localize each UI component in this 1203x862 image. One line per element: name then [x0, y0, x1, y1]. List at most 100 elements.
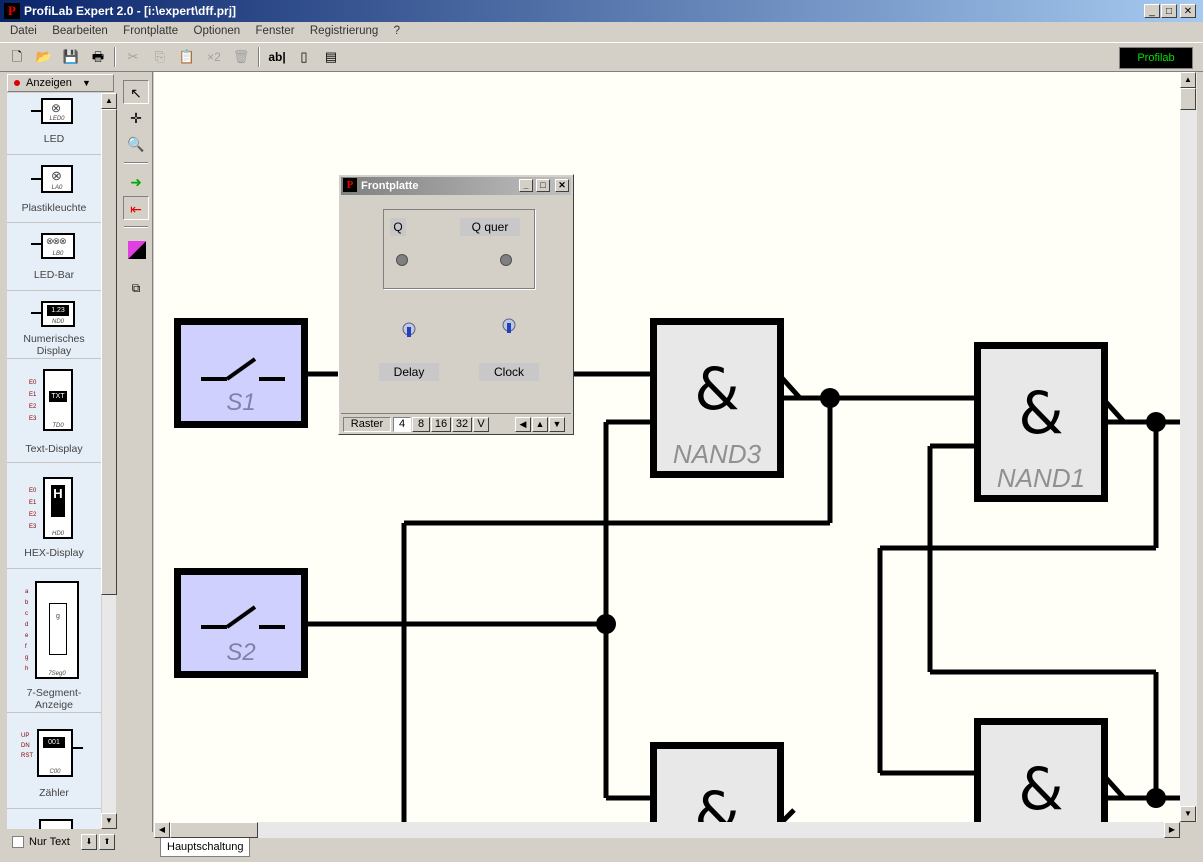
arrow-up-icon[interactable]: ⬆ — [99, 834, 115, 850]
zoom-icon[interactable]: 🔍 — [127, 136, 145, 152]
raster-16-button[interactable]: 16 — [431, 417, 451, 432]
scroll-up-icon[interactable]: ▲ — [1180, 72, 1196, 88]
back-icon[interactable]: ⇤ — [123, 196, 149, 220]
palette-item-partial[interactable] — [7, 809, 101, 829]
arrow-right-icon[interactable]: ➜ — [130, 174, 142, 190]
switch-s2[interactable]: S2 — [174, 568, 308, 678]
palette-scrollbar[interactable]: ▲ ▼ — [101, 93, 117, 829]
tab-hauptschaltung[interactable]: Hauptschaltung — [160, 838, 251, 857]
menu-help[interactable]: ? — [393, 25, 401, 37]
title-bar[interactable]: P ProfiLab Expert 2.0 - [i:\expert\dff.p… — [0, 0, 1203, 22]
raster-4-button[interactable]: 4 — [393, 417, 411, 432]
duplicate-icon[interactable]: ×2 — [207, 50, 221, 64]
new-file-icon[interactable]: 🗋 — [11, 49, 23, 64]
scrollbar-thumb[interactable] — [101, 109, 117, 595]
raster-8-button[interactable]: 8 — [412, 417, 430, 432]
palette-item-led[interactable]: ⊗ LED0 LED — [7, 93, 101, 155]
sheet-tab-bar: Hauptschaltung — [154, 838, 1180, 858]
scrollbar-thumb[interactable] — [1180, 88, 1196, 110]
menu-registrierung[interactable]: Registrierung — [309, 25, 379, 37]
text-display-component-icon: TXT TD0 — [43, 369, 73, 431]
hi-lo-icon[interactable] — [123, 238, 149, 262]
delay-toggle-switch[interactable] — [402, 321, 416, 337]
arrow-down-icon[interactable]: ⬇ — [81, 834, 97, 850]
gate-nand-lower-right[interactable]: & — [974, 718, 1108, 822]
raster-v-button[interactable]: V — [473, 417, 489, 432]
scroll-down-icon[interactable]: ▼ — [101, 813, 117, 829]
close-button[interactable]: ✕ — [555, 179, 569, 192]
palette-item-led-bar[interactable]: ⊗⊗⊗ LB0 LED-Bar — [7, 223, 101, 291]
page-icon[interactable]: ▤ — [324, 49, 338, 64]
frontplatte-title: Frontplatte — [361, 180, 419, 192]
menu-optionen[interactable]: Optionen — [193, 25, 241, 37]
save-icon[interactable]: 💾 — [62, 49, 80, 64]
grid-icon[interactable]: ▯ — [300, 49, 308, 64]
open-folder-icon[interactable]: 📂 — [35, 49, 53, 64]
maximize-button[interactable]: □ — [1161, 4, 1177, 18]
nur-text-label: Nur Text — [29, 836, 70, 848]
switch-s1[interactable]: S1 — [174, 318, 308, 428]
gate-label: NAND3 — [672, 439, 762, 469]
arrow-up-icon[interactable]: ▲ — [532, 417, 548, 432]
canvas-vertical-scrollbar[interactable]: ▲ ▼ — [1180, 72, 1197, 822]
scroll-right-icon[interactable]: ▶ — [1164, 822, 1180, 838]
nur-text-checkbox[interactable] — [12, 836, 24, 848]
toolbar-separator — [114, 47, 116, 67]
close-button[interactable]: ✕ — [1180, 4, 1196, 18]
palette-category-dropdown[interactable]: Anzeigen ▼ — [7, 74, 114, 92]
delay-label: Delay — [379, 363, 439, 381]
menu-bearbeiten[interactable]: Bearbeiten — [52, 25, 108, 37]
gate-label: NAND1 — [996, 463, 1086, 493]
frontplatte-window[interactable]: P Frontplatte _ □ ✕ Q Q quer Delay Clock… — [338, 174, 574, 435]
arrow-down-icon[interactable]: ▼ — [549, 417, 565, 432]
menu-datei[interactable]: Datei — [10, 25, 37, 37]
minimize-button[interactable]: _ — [1144, 4, 1160, 18]
raster-32-button[interactable]: 32 — [452, 417, 472, 432]
print-icon[interactable]: 🖶 — [91, 49, 105, 64]
scrollbar-thumb[interactable] — [170, 822, 258, 838]
palette-item-label: Numerisches Display — [23, 333, 85, 357]
tool-separator — [124, 162, 148, 164]
palette-item-plastikleuchte[interactable]: ⊗ LA0 Plastikleuchte — [7, 155, 101, 223]
toolbar-separator — [258, 47, 260, 67]
menu-fenster[interactable]: Fenster — [255, 25, 295, 37]
gate-nand-lower-left[interactable]: & — [650, 742, 784, 822]
gate-nand3[interactable]: & NAND3 — [650, 318, 784, 478]
and-symbol: & — [1018, 379, 1064, 447]
hex-display-component-icon: H HD0 — [43, 477, 73, 539]
component-palette: Anzeigen ▼ ⊗ LED0 LED ⊗ LA0 Plastikleuch… — [5, 72, 117, 855]
node-tool-icon[interactable]: ✛ — [130, 110, 142, 126]
palette-item-label: Plastikleuchte — [21, 202, 87, 214]
and-symbol: & — [1018, 755, 1064, 822]
pointer-icon[interactable]: ↖ — [123, 80, 149, 104]
paste-icon[interactable]: 📋 — [178, 49, 196, 64]
maximize-button[interactable]: □ — [536, 179, 550, 192]
switch-label: S2 — [226, 639, 256, 666]
copy-icon[interactable]: ⎘ — [154, 49, 166, 64]
swap-icon[interactable]: ⧉ — [131, 281, 141, 295]
scroll-left-icon[interactable]: ◀ — [154, 822, 170, 838]
scroll-up-icon[interactable]: ▲ — [101, 93, 117, 109]
clock-toggle-switch[interactable] — [502, 317, 516, 333]
palette-item-label: Text-Display — [25, 443, 83, 455]
menu-bar: Datei Bearbeiten Frontplatte Optionen Fe… — [0, 22, 1203, 42]
cut-icon[interactable]: ✂ — [127, 49, 139, 64]
minimize-button[interactable]: _ — [519, 179, 533, 192]
frontplatte-title-bar[interactable]: P Frontplatte _ □ ✕ — [341, 177, 571, 195]
menu-frontplatte[interactable]: Frontplatte — [123, 25, 179, 37]
scroll-down-icon[interactable]: ▼ — [1180, 806, 1196, 822]
circuit-canvas[interactable]: S1 S2 & NAND3 & NAND1 & & — [154, 72, 1180, 822]
text-tool-icon[interactable]: ab| — [268, 50, 286, 64]
toolbar: 🗋 📂 💾 🖶 ✂ ⎘ 📋 ×2 🗑 ab| ▯ ▤ Profilab — [0, 42, 1203, 72]
delete-icon[interactable]: 🗑 — [232, 49, 250, 64]
arrow-left-icon[interactable]: ◀ — [515, 417, 531, 432]
gate-nand1[interactable]: & NAND1 — [974, 342, 1108, 502]
canvas-horizontal-scrollbar[interactable]: ◀ ▶ — [154, 822, 1180, 838]
led-bar-component-icon: ⊗⊗⊗ LB0 — [41, 233, 75, 259]
palette-item-numerisches-display[interactable]: 1.23 ND0 Numerisches Display — [7, 291, 101, 359]
